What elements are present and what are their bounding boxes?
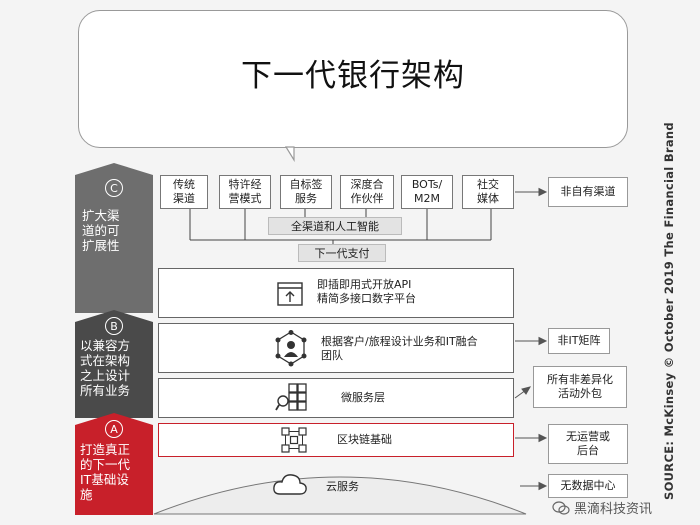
- channel-traditional: 传统渠道: [160, 175, 208, 209]
- blockchain-panel: 区块链基础: [158, 423, 514, 457]
- design-panel: 根据客户/旅程设计业务和IT融合团队: [158, 323, 514, 373]
- channel-social-media: 社交媒体: [462, 175, 514, 209]
- design-panel-text: 根据客户/旅程设计业务和IT融合团队: [321, 335, 478, 362]
- omnichannel-ai-bar: 全渠道和人工智能: [268, 217, 402, 235]
- watermark: 黑滴科技资讯: [552, 498, 652, 517]
- channel-white-label: 自标签服务: [280, 175, 332, 209]
- channel-bots-m2m: BOTs/M2M: [401, 175, 453, 209]
- layer-b-text: 以兼容方式在架构之上设计所有业务: [80, 338, 131, 398]
- microservices-panel: 微服务层: [158, 378, 514, 418]
- side-non-own-channels: 非自有渠道: [548, 177, 628, 207]
- layer-c-letter: C: [105, 179, 123, 197]
- cloud-dome: [153, 476, 527, 515]
- layer-c-text: 扩大渠道的可扩展性: [82, 208, 120, 253]
- side-no-data-center: 无数据中心: [548, 474, 628, 498]
- channel-deep-partners: 深度合作伙伴: [340, 175, 394, 209]
- layer-a-letter: A: [105, 420, 123, 438]
- channel-franchise: 特许经营模式: [219, 175, 271, 209]
- blockchain-icon: [281, 427, 307, 453]
- side-no-ops-backoffice: 无运营或后台: [548, 424, 628, 464]
- microservice-blocks-icon: [275, 383, 307, 411]
- microservices-panel-text: 微服务层: [341, 391, 385, 404]
- cloud-icon: [273, 474, 307, 495]
- next-gen-payment-bar: 下一代支付: [298, 244, 386, 262]
- chat-bubble-icon: [552, 500, 570, 515]
- network-person-icon: [275, 330, 307, 367]
- blockchain-panel-text: 区块链基础: [337, 433, 392, 446]
- cloud-services-label: 云服务: [326, 480, 359, 493]
- browser-icon: [277, 282, 303, 306]
- diagram-title: 下一代银行架构: [241, 58, 465, 94]
- side-outsource-activities: 所有非差异化活动外包: [533, 366, 627, 408]
- side-non-it-matrix: 非IT矩阵: [548, 328, 610, 354]
- title-bubble: [78, 10, 628, 148]
- layer-b-letter: B: [105, 317, 123, 335]
- source-credit: SOURCE: McKinsey © October 2019 The Fina…: [662, 122, 676, 500]
- watermark-text: 黑滴科技资讯: [574, 502, 653, 517]
